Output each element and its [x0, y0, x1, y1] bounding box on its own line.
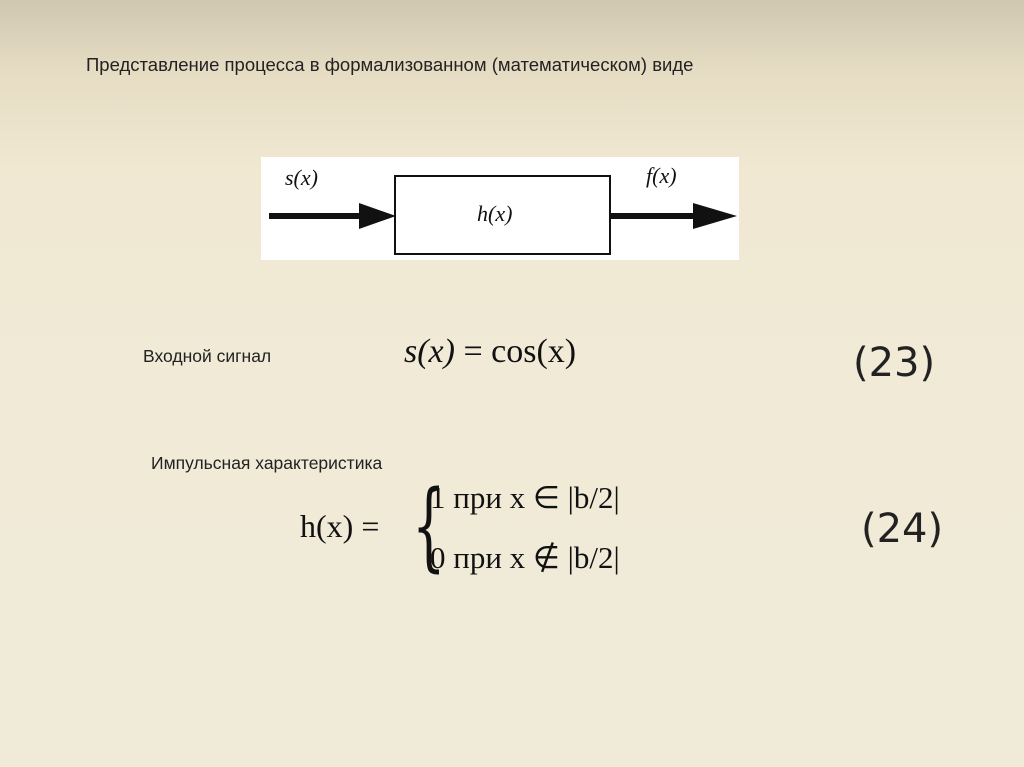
equation-23: s(x) = cos(x) [404, 333, 576, 371]
impulse-response-label: Импульсная характеристика [151, 453, 383, 473]
input-arrow-head [359, 203, 396, 229]
block-diagram-graphic [269, 175, 737, 255]
eq23-equals: = [463, 333, 483, 370]
eq24-case-1: 1 при x ∈ |b/2| [430, 480, 620, 515]
eq24-lhs: h(x) = [300, 508, 380, 544]
eq23-lhs: s(x) [404, 333, 455, 370]
system-block [394, 175, 611, 255]
equation-number-24: (24) [861, 506, 944, 552]
block-diagram: s(x) h(x) f(x) [261, 157, 739, 260]
slide-title: Представление процесса в формализованном… [86, 54, 694, 75]
input-signal-label: Входной сигнал [143, 346, 272, 366]
input-signal-symbol: s(x) [285, 165, 318, 190]
equation-number-23: (23) [853, 340, 936, 386]
cases-brace: { [412, 470, 446, 582]
output-arrow-head [693, 203, 737, 229]
eq23-rhs: cos(x) [491, 333, 577, 370]
system-symbol: h(x) [477, 201, 513, 226]
eq24-case-2: 0 при x ∉ |b/2| [430, 540, 620, 575]
output-signal-symbol: f(x) [646, 163, 677, 188]
